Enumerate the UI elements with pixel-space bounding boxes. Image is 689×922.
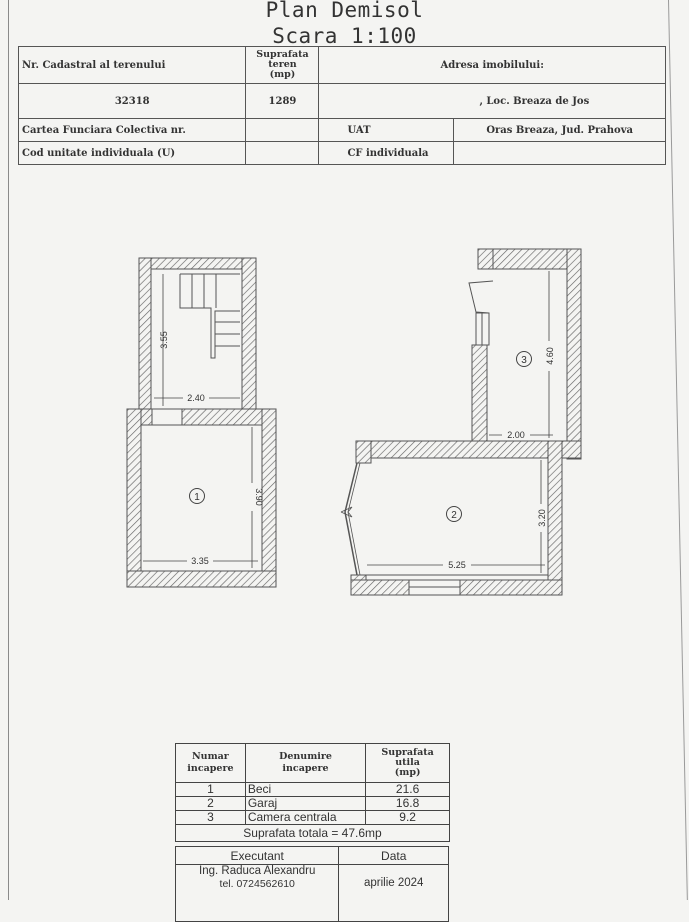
cf-individuala-value: [453, 141, 666, 165]
header-room-name: Denumire incapere: [244, 743, 367, 783]
table-row: 2 Garaj 16.8: [175, 796, 450, 811]
header-room-number-line1: Numar: [192, 751, 229, 762]
stairs-icon: [179, 273, 240, 359]
carte-funciara-label: Cartea Funciara Colectiva nr.: [17, 118, 247, 142]
cf-individuala-label: CF individuala: [318, 141, 455, 165]
address-label: Adresa imobilului:: [318, 46, 666, 84]
room-3-number: 3: [521, 355, 527, 366]
right-block: 4.60 2.00 3 5.25 3.20 2: [340, 248, 582, 596]
dim-room2-width: 5.25: [448, 560, 466, 570]
room-name: Garaj: [244, 796, 367, 811]
header-room-name-line2: incapere: [282, 763, 329, 774]
executant-phone: tel. 0724562610: [219, 878, 295, 890]
header-room-area-line2: utila: [395, 757, 420, 768]
dim-room2-height: 3.20: [537, 509, 547, 527]
executant-name: Ing. Raduca Alexandru: [199, 865, 316, 877]
header-room-area-line1: Suprafata: [381, 747, 434, 758]
room-name: Beci: [244, 782, 367, 797]
date-value: aprilie 2024: [338, 864, 449, 922]
room-1-number: 1: [194, 492, 200, 503]
land-area-value: 1289: [245, 83, 320, 119]
room-area: 9.2: [365, 810, 450, 825]
room-number: 3: [175, 810, 246, 825]
table-row: 3 Camera centrala 9.2: [175, 810, 450, 825]
header-room-name-line1: Denumire: [279, 751, 332, 762]
table-row: 1 Beci 21.6: [175, 782, 450, 797]
document-title: Plan Demisol: [265, 0, 424, 22]
cod-unitate-value: [245, 141, 320, 165]
room-number: 1: [175, 782, 246, 797]
total-area: Suprafata totala = 47.6mp: [175, 824, 450, 842]
cadastral-label: Nr. Cadastral al terenului: [17, 46, 247, 84]
room-area: 21.6: [365, 782, 450, 797]
uat-label: UAT: [318, 118, 455, 142]
executant-info: Ing. Raduca Alexandru tel. 0724562610: [174, 864, 340, 922]
header-room-area: Suprafata utila (mp): [365, 743, 450, 783]
dim-stair-height: 3.55: [159, 331, 169, 349]
address-value: , Loc. Breaza de Jos: [318, 83, 666, 119]
left-block: 3.55 2.40 3.35 3.90 1: [126, 257, 277, 588]
header-room-number: Numar incapere: [175, 743, 246, 783]
land-area-label-line3: (mp): [269, 69, 296, 80]
room-2-number: 2: [451, 510, 457, 521]
header-room-area-line3: (mp): [394, 767, 421, 778]
dim-room3-height: 4.60: [545, 347, 555, 365]
room-number: 2: [175, 796, 246, 811]
room-2-marker: [446, 506, 462, 522]
executant-label: Executant: [174, 846, 340, 865]
dim-room3-width: 2.00: [507, 430, 525, 440]
date-label: Data: [338, 846, 449, 865]
room-1-marker: [189, 488, 205, 504]
room-3-marker: [516, 351, 532, 367]
property-info-table: Nr. Cadastral al terenului Suprafata ter…: [17, 46, 666, 165]
land-area-label-line2: teren: [268, 59, 297, 70]
dim-room1-width: 3.35: [191, 556, 209, 566]
dim-room1-height: 3.90: [254, 488, 264, 506]
rooms-table: Numar incapere Denumire incapere Suprafa…: [175, 743, 450, 842]
executant-table: Executant Data Ing. Raduca Alexandru tel…: [174, 846, 449, 922]
floor-plan-drawing: 3.55 2.40 3.35 3.90 1: [126, 248, 582, 596]
header-room-number-line2: incapere: [187, 763, 234, 774]
cod-unitate-label: Cod unitate individuala (U): [17, 141, 247, 165]
land-area-label-line1: Suprafata: [256, 49, 309, 60]
room-name: Camera centrala: [244, 810, 367, 825]
document-scale: Scara 1:100: [272, 24, 417, 48]
cadastral-value: 32318: [17, 83, 247, 119]
land-area-label: Suprafata teren (mp): [245, 46, 320, 84]
page-edge-left: [8, 0, 9, 900]
room-area: 16.8: [365, 796, 450, 811]
dim-stair-width: 2.40: [187, 393, 205, 403]
